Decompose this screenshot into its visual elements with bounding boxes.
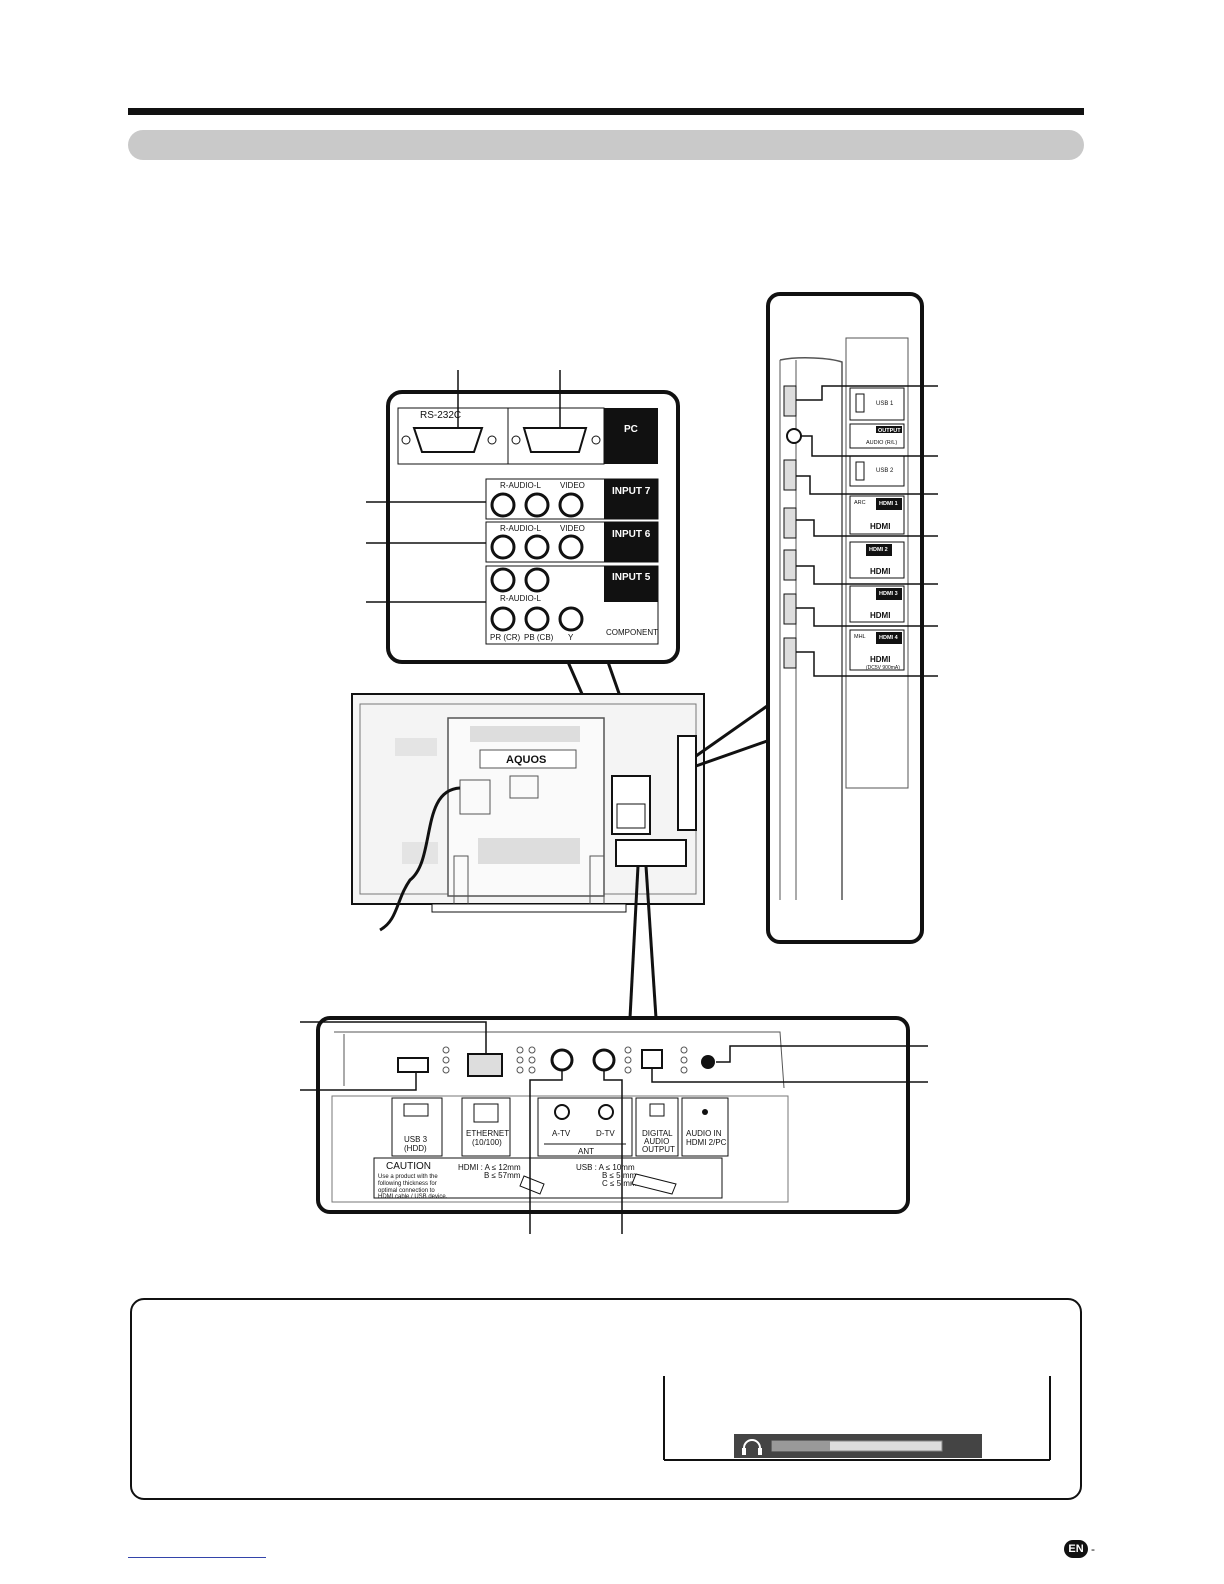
- digital-label: DIGITAL: [642, 1129, 673, 1138]
- input6-video-label: VIDEO: [560, 524, 585, 533]
- output-bottom-label: OUTPUT: [642, 1145, 675, 1154]
- mhl-label: MHL: [854, 634, 866, 640]
- component-label: COMPONENT: [606, 628, 658, 637]
- arc-label: ARC: [854, 500, 866, 506]
- pb-label: PB (CB): [524, 633, 554, 642]
- usb-a-spec: USB : A ≤ 10mm: [576, 1163, 635, 1172]
- hdd-label: (HDD): [404, 1144, 427, 1153]
- tv-rear-view: AQUOS: [351, 693, 705, 932]
- input6-audio-label: R-AUDIO-L: [500, 524, 541, 533]
- ethernet-label: ETHERNET: [466, 1129, 509, 1138]
- caution-line-2: following thickness for: [378, 1181, 437, 1187]
- input5-audio-label: R-AUDIO-L: [500, 594, 541, 603]
- language-badge: EN: [1064, 1540, 1088, 1558]
- page-number: -: [1091, 1542, 1095, 1556]
- top-connector-panel: RS-232C PC R-AUDIO-L VIDEO INPUT 7 R-AUD…: [366, 370, 680, 664]
- hdmi-a-spec: HDMI : A ≤ 12mm: [458, 1163, 521, 1172]
- ethernet-speed-label: (10/100): [472, 1138, 502, 1147]
- side-connector-panel: USB 1 OUTPUT AUDIO (R/L) USB 2 ARC HDMI …: [766, 292, 938, 944]
- dtv-label: D-TV: [596, 1129, 615, 1138]
- y-label: Y: [568, 633, 574, 642]
- caution-line-3: optimal connection to: [378, 1188, 435, 1194]
- section-title-bar: [128, 130, 1084, 160]
- caution-title: CAUTION: [386, 1161, 431, 1172]
- caution-line-1: Use a product with the: [378, 1174, 438, 1180]
- hdmi-b-spec: B ≤ 57mm: [484, 1171, 521, 1180]
- note-box: [130, 1298, 1082, 1500]
- input6-label: INPUT 6: [612, 529, 651, 540]
- usb2-label: USB 2: [876, 468, 894, 474]
- bottom-connector-panel: USB 3 (HDD) ETHERNET (10/100) A-TV D-TV …: [300, 1016, 928, 1234]
- hdmi1-label: HDMI 1: [879, 501, 898, 507]
- usb-b-spec: B ≤ 5 mm: [602, 1171, 637, 1180]
- pr-label: PR (CR): [490, 633, 521, 642]
- hdmi4-logo: HDMI: [870, 655, 890, 664]
- headphone-volume-illustration: [663, 1376, 1051, 1461]
- hdmi2-label: HDMI 2: [869, 547, 888, 553]
- aquos-logo: AQUOS: [506, 754, 546, 766]
- input7-label: INPUT 7: [612, 486, 651, 497]
- input7-video-label: VIDEO: [560, 481, 585, 490]
- input7-audio-label: R-AUDIO-L: [500, 481, 541, 490]
- audio-rl-label: AUDIO (R/L): [866, 440, 897, 446]
- rs232c-label: RS-232C: [420, 410, 461, 421]
- footer-link-underline: [128, 1557, 266, 1558]
- output-label: OUTPUT: [878, 428, 901, 434]
- atv-label: A-TV: [552, 1129, 571, 1138]
- ant-label: ANT: [578, 1147, 594, 1156]
- input5-label: INPUT 5: [612, 572, 651, 583]
- audio-label: AUDIO: [644, 1137, 669, 1146]
- pc-label: PC: [624, 424, 638, 435]
- audio-in-label: AUDIO IN: [686, 1129, 722, 1138]
- dc5v-label: (DC5V 900mA): [866, 665, 900, 671]
- top-rule: [128, 108, 1084, 115]
- hdmi1-logo: HDMI: [870, 522, 890, 531]
- hdmi4-label: HDMI 4: [879, 635, 899, 641]
- hdmi3-logo: HDMI: [870, 611, 890, 620]
- hdmi2-pc-label: HDMI 2/PC: [686, 1138, 727, 1147]
- usb1-label: USB 1: [876, 401, 894, 407]
- volume-level-fill: [772, 1441, 830, 1451]
- headphone-icon: [743, 1439, 761, 1454]
- hdmi2-logo: HDMI: [870, 567, 890, 576]
- hdmi3-label: HDMI 3: [879, 591, 898, 597]
- usb3-label: USB 3: [404, 1135, 428, 1144]
- usb-c-spec: C ≤ 5 mm: [602, 1179, 637, 1188]
- caution-line-4: HDMI cable / USB device.: [378, 1194, 448, 1200]
